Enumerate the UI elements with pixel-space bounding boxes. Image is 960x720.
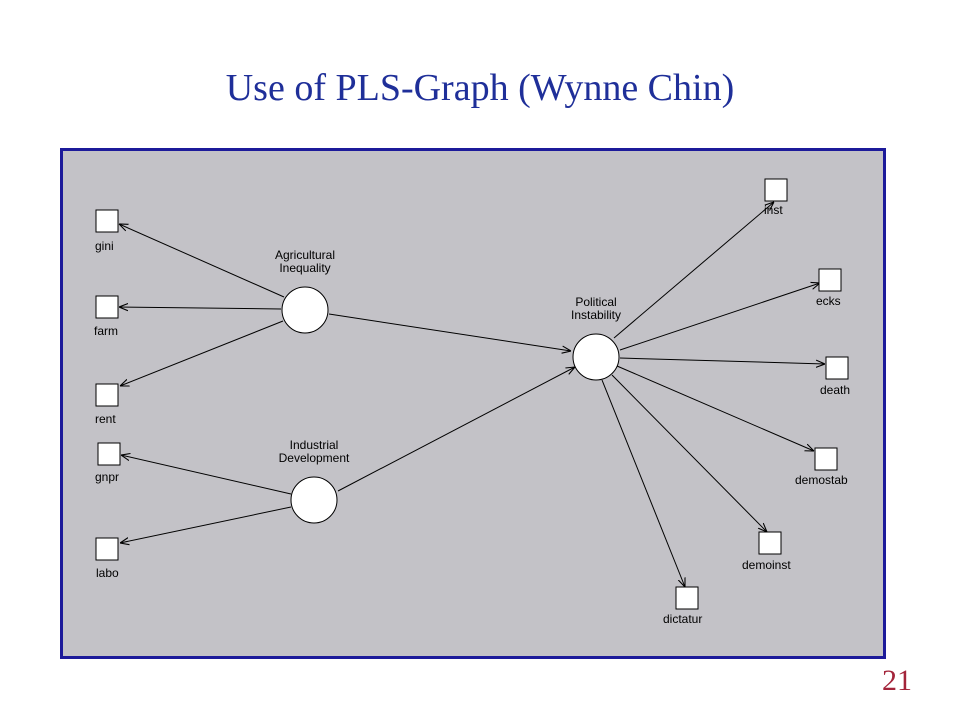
path-arrow-ind-to-pol bbox=[337, 367, 575, 492]
latent-label-agri: Inequality bbox=[279, 261, 330, 275]
path-arrow-agri-to-rent bbox=[120, 320, 284, 386]
path-arrow-agri-to-pol bbox=[328, 313, 571, 351]
path-arrow-pol-to-ecks bbox=[619, 283, 820, 351]
indicator-label-demostab: demostab bbox=[795, 473, 848, 487]
indicator-label-labo: labo bbox=[96, 566, 119, 580]
indicator-box-farm[interactable] bbox=[95, 295, 119, 319]
indicator-box-demostab[interactable] bbox=[814, 447, 838, 471]
path-arrow-pol-to-death bbox=[619, 357, 825, 364]
indicator-label-demoinst: demoinst bbox=[742, 558, 791, 572]
indicator-label-ecks: ecks bbox=[816, 294, 841, 308]
path-arrow-ind-to-labo bbox=[120, 506, 292, 543]
indicator-box-gnpr[interactable] bbox=[97, 442, 121, 466]
indicator-label-inst: inst bbox=[764, 203, 783, 217]
latent-label-ind: Development bbox=[279, 451, 350, 465]
indicator-label-rent: rent bbox=[95, 412, 116, 426]
indicator-label-farm: farm bbox=[94, 324, 118, 338]
path-diagram: AgriculturalInequalityIndustrialDevelopm… bbox=[94, 178, 850, 626]
path-arrow-ind-to-gnpr bbox=[121, 455, 292, 495]
indicator-box-gini[interactable] bbox=[95, 209, 119, 233]
latent-node-pol[interactable] bbox=[572, 333, 620, 381]
path-arrow-agri-to-farm bbox=[119, 307, 282, 309]
nodes-layer: AgriculturalInequalityIndustrialDevelopm… bbox=[94, 178, 850, 626]
indicator-box-death[interactable] bbox=[825, 356, 849, 380]
path-arrow-pol-to-inst bbox=[613, 202, 774, 339]
indicator-label-death: death bbox=[820, 383, 850, 397]
slide-title: Use of PLS-Graph (Wynne Chin) bbox=[225, 67, 735, 109]
indicator-box-ecks[interactable] bbox=[818, 268, 842, 292]
path-arrow-agri-to-gini bbox=[119, 224, 285, 298]
edges-layer bbox=[119, 202, 825, 587]
latent-label-pol: Instability bbox=[571, 308, 621, 322]
path-arrow-pol-to-demostab bbox=[616, 365, 814, 451]
latent-label-agri: Agricultural bbox=[275, 248, 335, 262]
latent-label-ind: Industrial bbox=[290, 438, 339, 452]
indicator-label-dictatur: dictatur bbox=[663, 612, 702, 626]
indicator-box-rent[interactable] bbox=[95, 383, 119, 407]
indicator-label-gini: gini bbox=[95, 239, 114, 253]
latent-node-ind[interactable] bbox=[290, 476, 338, 524]
page-number: 21 bbox=[882, 664, 912, 697]
indicator-box-inst[interactable] bbox=[764, 178, 788, 202]
indicator-box-demoinst[interactable] bbox=[758, 531, 782, 555]
path-arrow-pol-to-demoinst bbox=[611, 374, 767, 532]
indicator-box-labo[interactable] bbox=[95, 537, 119, 561]
indicator-label-gnpr: gnpr bbox=[95, 470, 119, 484]
path-arrow-pol-to-dictatur bbox=[601, 379, 685, 587]
indicator-box-dictatur[interactable] bbox=[675, 586, 699, 610]
latent-node-agri[interactable] bbox=[281, 286, 329, 334]
latent-label-pol: Political bbox=[575, 295, 616, 309]
